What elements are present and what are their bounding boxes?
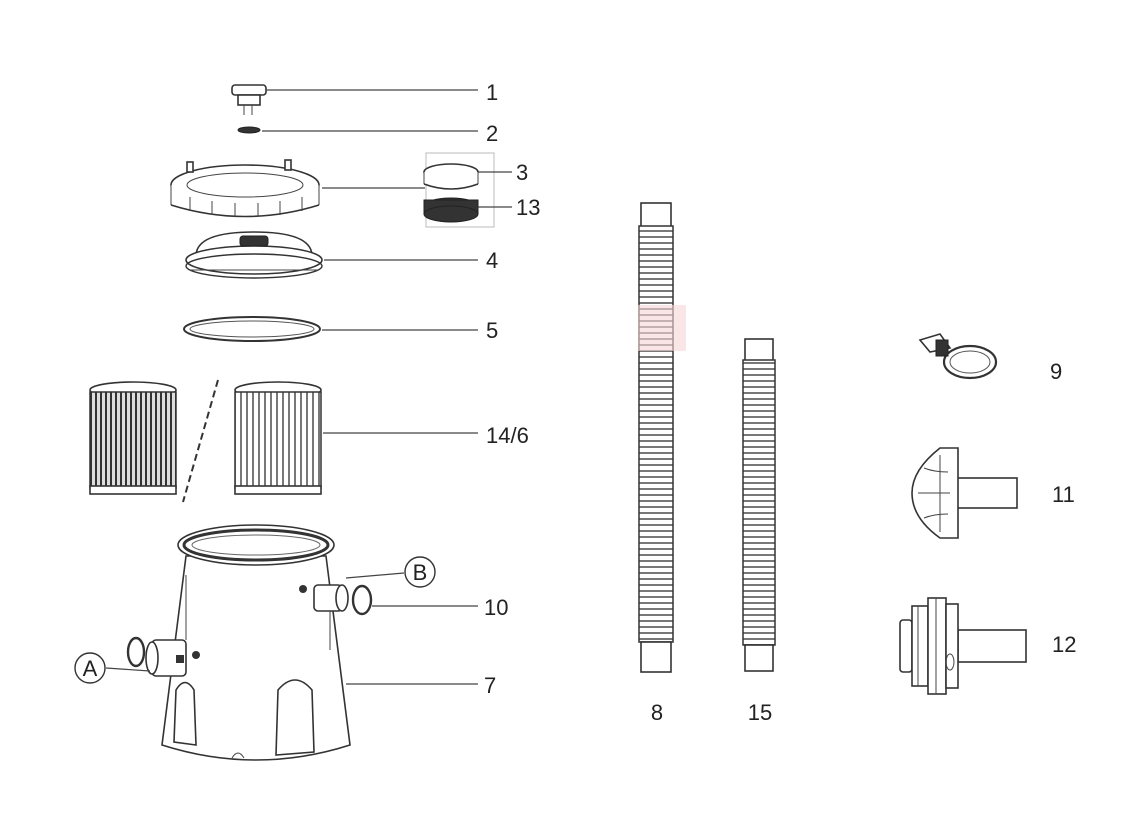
part-label-3: 3	[516, 160, 528, 185]
port-label-b: B	[413, 560, 428, 585]
port-label-a: A	[83, 656, 98, 681]
outlet-fitting-b	[299, 584, 373, 616]
hose-highlight-marker	[638, 305, 686, 351]
locking-ring	[170, 159, 320, 218]
part-label-1: 1	[486, 80, 498, 105]
hose-long	[638, 202, 686, 673]
filter-cartridge-light	[234, 381, 322, 495]
small-o-ring	[237, 126, 261, 134]
part-label-9: 9	[1050, 359, 1062, 384]
part-label-4: 4	[486, 248, 498, 273]
part-label-11: 11	[1052, 482, 1075, 507]
part-label-14-6: 14/6	[486, 423, 529, 448]
part-label-15: 15	[748, 700, 772, 725]
pump-housing	[161, 524, 351, 761]
part-label-8: 8	[651, 700, 663, 725]
inset-ring-detail	[423, 152, 495, 228]
part-label-7: 7	[484, 673, 496, 698]
slash-separator	[182, 379, 219, 503]
large-o-ring	[183, 316, 321, 342]
port-marker-b: B	[345, 556, 436, 588]
part-label-10: 10	[484, 595, 508, 620]
hose-short	[742, 338, 776, 672]
part-label-12: 12	[1052, 632, 1076, 657]
air-release-knob	[231, 84, 267, 115]
part-label-13: 13	[516, 195, 540, 220]
filter-lid	[185, 231, 323, 279]
strainer-connector	[899, 597, 1027, 695]
inlet-fitting-a	[126, 636, 200, 677]
filter-cartridge-dark	[89, 381, 177, 495]
hose-adapter	[911, 447, 1018, 539]
part-label-2: 2	[486, 121, 498, 146]
part-label-5: 5	[486, 318, 498, 343]
port-marker-a: A	[74, 652, 151, 684]
hose-clamp	[918, 333, 998, 380]
